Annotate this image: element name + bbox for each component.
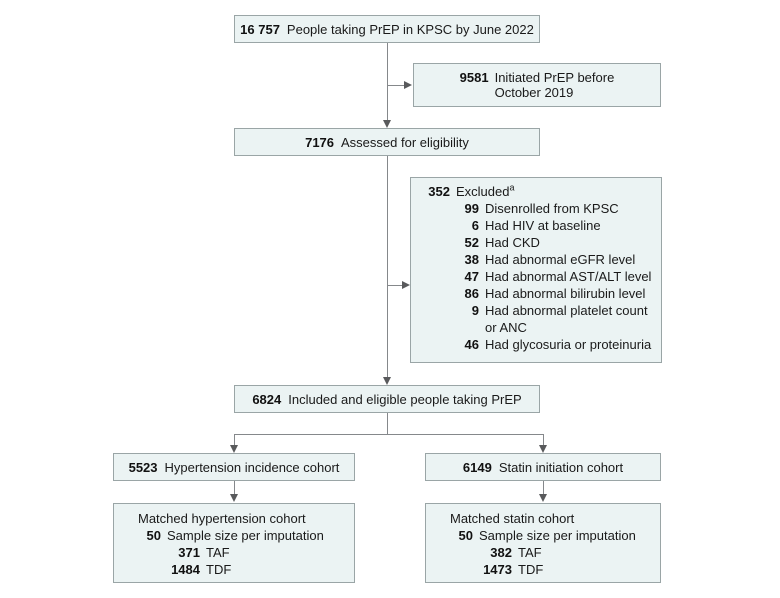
matched-htn-item: 371 TAF <box>120 544 348 561</box>
excluded-item: 52 Had CKD <box>417 234 655 251</box>
box-included-eligible: 6824 Included and eligible people taking… <box>234 385 540 413</box>
flow-arrowhead-down-matched-statin <box>539 494 547 502</box>
footnote-marker: a <box>509 182 515 193</box>
matched-item-count: 371 <box>178 545 200 560</box>
flow-arrowhead-down-assessed <box>383 120 391 128</box>
matched-htn-item: 1484 TDF <box>120 561 348 578</box>
excluded-item-label: Had HIV at baseline <box>485 218 601 233</box>
count-initiated-before: 9581 <box>459 70 489 85</box>
connector-branch-excluded <box>387 285 402 286</box>
excluded-item-label: Had glycosuria or proteinuria <box>485 337 652 352</box>
connector-split-horizontal <box>234 434 544 435</box>
matched-statin-item: 50 Sample size per imputation <box>432 527 654 544</box>
excluded-item-label: Had CKD <box>485 235 540 250</box>
excluded-item-label: Had abnormal bilirubin level <box>485 286 646 301</box>
excluded-item: 38 Had abnormal eGFR level <box>417 251 655 268</box>
connector-split-left <box>234 434 235 446</box>
label-excluded: Excludeda <box>456 182 515 199</box>
flow-arrowhead-right-initiated <box>404 81 412 89</box>
flow-arrowhead-right-excluded <box>402 281 410 289</box>
excluded-item-count: 9 <box>471 303 479 318</box>
connector-split-right <box>543 434 544 446</box>
excluded-item-count: 46 <box>464 337 479 352</box>
connector-htn-to-matched <box>234 481 235 495</box>
matched-item-label: TAF <box>206 545 230 560</box>
box-matched-statin: Matched statin cohort 50 Sample size per… <box>425 503 661 583</box>
matched-item-label: TAF <box>518 545 542 560</box>
label-assessed: Assessed for eligibility <box>341 134 469 150</box>
box-total-prep-population: 16 757 People taking PrEP in KPSC by Jun… <box>234 15 540 43</box>
matched-htn-title: Matched hypertension cohort <box>138 511 306 526</box>
box-hypertension-cohort: 5523 Hypertension incidence cohort <box>113 453 355 481</box>
matched-item-count: 50 <box>458 528 473 543</box>
excluded-item-count: 86 <box>464 286 479 301</box>
matched-item-count: 1473 <box>483 562 512 577</box>
excluded-item: 86 Had abnormal bilirubin level <box>417 285 655 302</box>
matched-htn-item: 50 Sample size per imputation <box>120 527 348 544</box>
connector-assessed-to-included <box>387 155 388 377</box>
box-excluded: 352 Excludeda 99 Disenrolled from KPSC 6… <box>410 177 662 363</box>
label-statin-cohort: Statin initiation cohort <box>498 459 624 475</box>
excluded-item-label: Had abnormal platelet count or ANC <box>485 303 648 335</box>
excluded-item-count: 47 <box>464 269 479 284</box>
excluded-item-count: 99 <box>464 201 479 216</box>
count-statin-cohort: 6149 <box>462 459 492 475</box>
box-matched-hypertension: Matched hypertension cohort 50 Sample si… <box>113 503 355 583</box>
matched-statin-item: 1473 TDF <box>432 561 654 578</box>
excluded-item: 6 Had HIV at baseline <box>417 217 655 234</box>
count-htn-cohort: 5523 <box>128 459 158 475</box>
matched-item-count: 50 <box>146 528 161 543</box>
count-excluded: 352 <box>428 184 450 199</box>
excluded-item-count: 6 <box>471 218 479 233</box>
label-initiated-before: Initiated PrEP before October 2019 <box>494 70 615 100</box>
excluded-item: 9 Had abnormal platelet count or ANC <box>417 302 655 336</box>
count-included: 6824 <box>252 391 282 407</box>
count-assessed: 7176 <box>305 134 335 150</box>
excluded-item: 99 Disenrolled from KPSC <box>417 200 655 217</box>
excluded-item-count: 52 <box>464 235 479 250</box>
matched-item-label: Sample size per imputation <box>479 528 636 543</box>
matched-statin-title: Matched statin cohort <box>450 511 575 526</box>
excluded-item: 46 Had glycosuria or proteinuria <box>417 336 655 353</box>
label-total-prep: People taking PrEP in KPSC by June 2022 <box>286 21 534 37</box>
excluded-item-count: 38 <box>464 252 479 267</box>
matched-item-count: 382 <box>490 545 512 560</box>
matched-item-count: 1484 <box>171 562 200 577</box>
flow-arrowhead-down-statin-cohort <box>539 445 547 453</box>
label-included: Included and eligible people taking PrEP <box>288 391 522 407</box>
connector-branch-initiated <box>387 85 404 86</box>
label-htn-cohort: Hypertension incidence cohort <box>164 459 340 475</box>
connector-statin-to-matched <box>543 481 544 495</box>
box-initiated-before: 9581 Initiated PrEP before October 2019 <box>413 63 661 107</box>
connector-top-to-assessed <box>387 43 388 121</box>
count-total-prep: 16 757 <box>240 21 280 37</box>
box-statin-cohort: 6149 Statin initiation cohort <box>425 453 661 481</box>
flow-arrowhead-down-included <box>383 377 391 385</box>
excluded-item-label: Had abnormal eGFR level <box>485 252 636 267</box>
box-assessed-eligibility: 7176 Assessed for eligibility <box>234 128 540 156</box>
excluded-item-label: Had abnormal AST/ALT level <box>485 269 652 284</box>
excluded-item-label: Disenrolled from KPSC <box>485 201 619 216</box>
matched-item-label: TDF <box>518 562 544 577</box>
excluded-header-row: 352 Excludeda <box>417 183 655 200</box>
connector-included-stub <box>387 413 388 435</box>
excluded-item: 47 Had abnormal AST/ALT level <box>417 268 655 285</box>
matched-statin-item: 382 TAF <box>432 544 654 561</box>
flow-arrowhead-down-matched-htn <box>230 494 238 502</box>
flow-arrowhead-down-htn-cohort <box>230 445 238 453</box>
matched-item-label: Sample size per imputation <box>167 528 324 543</box>
matched-item-label: TDF <box>206 562 232 577</box>
